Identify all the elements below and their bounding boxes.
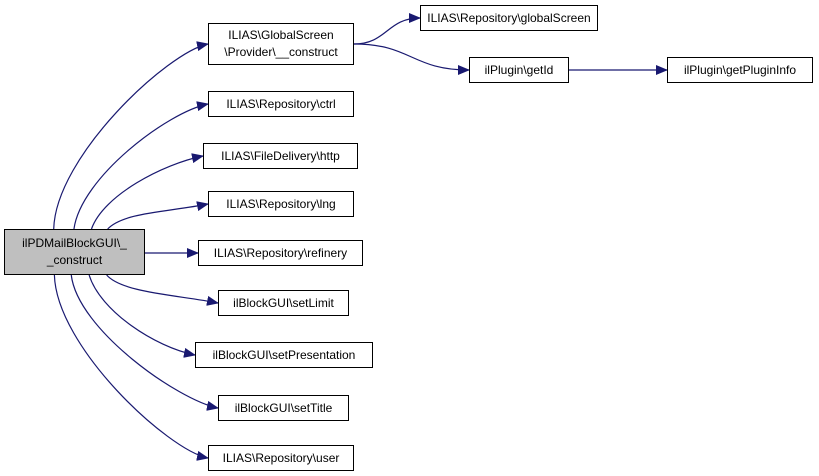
edge-root-to-repo-user	[53, 274, 209, 461]
edge-root-to-block-settitle	[70, 274, 219, 411]
node-block-setlimit[interactable]: ilBlockGUI\setLimit	[218, 290, 349, 316]
edge-root-to-block-setpresentation	[88, 274, 196, 358]
node-block-setpresentation[interactable]: ilBlockGUI\setPresentation	[195, 342, 373, 368]
node-repo-lng[interactable]: ILIAS\Repository\lng	[208, 191, 354, 217]
node-block-settitle[interactable]: ilBlockGUI\setTitle	[218, 395, 349, 421]
node-label-line: ilPlugin\getPluginInfo	[683, 62, 797, 77]
node-repo-globalscreen[interactable]: ILIAS\Repository\globalScreen	[420, 5, 598, 31]
node-repo-refinery[interactable]: ILIAS\Repository\refinery	[198, 240, 363, 266]
node-repo-user[interactable]: ILIAS\Repository\user	[208, 445, 354, 471]
node-label-line: ILIAS\Repository\lng	[226, 196, 336, 211]
node-label-line: ilPDMailBlockGUI\_	[22, 236, 127, 250]
node-label-line: ILIAS\Repository\globalScreen	[427, 10, 591, 25]
node-label-line: ilBlockGUI\setPresentation	[212, 347, 356, 362]
node-repo-ctrl[interactable]: ILIAS\Repository\ctrl	[208, 91, 354, 117]
node-label-line: ILIAS\Repository\user	[222, 450, 340, 465]
edge-gs-provider-to-repo-globalscreen	[353, 13, 421, 45]
node-label-line: ilBlockGUI\setTitle	[234, 400, 333, 415]
node-plugin-getid[interactable]: ilPlugin\getId	[469, 57, 569, 83]
node-label-line: ILIAS\Repository\refinery	[213, 245, 348, 260]
node-label-line: ILIAS\GlobalScreen	[228, 28, 334, 42]
root-node: ilPDMailBlockGUI\_ _construct	[4, 229, 145, 275]
node-label-line: ILIAS\Repository\ctrl	[226, 96, 336, 111]
edge-root-to-repo-ctrl	[73, 101, 209, 230]
node-label-line: ilBlockGUI\setLimit	[233, 295, 334, 310]
node-label-line: ilPlugin\getId	[484, 62, 554, 77]
node-gs-provider[interactable]: ILIAS\GlobalScreen \Provider\__construct	[208, 23, 354, 65]
node-filedelivery-http[interactable]: ILIAS\FileDelivery\http	[203, 143, 358, 169]
edge-root-to-filedelivery-http	[90, 153, 204, 230]
edge-root-to-repo-lng	[107, 201, 209, 230]
node-label-line: ILIAS\FileDelivery\http	[221, 148, 340, 163]
node-plugin-getplugininfo[interactable]: ilPlugin\getPluginInfo	[667, 57, 813, 83]
node-label-line: \Provider\__construct	[224, 45, 338, 59]
edges-layer	[53, 13, 668, 461]
node-label-line: _construct	[46, 253, 103, 267]
edge-root-to-block-setlimit	[106, 274, 219, 306]
edge-root-to-gs-provider	[53, 41, 209, 230]
edge-gs-provider-to-plugin-getid	[353, 43, 470, 75]
